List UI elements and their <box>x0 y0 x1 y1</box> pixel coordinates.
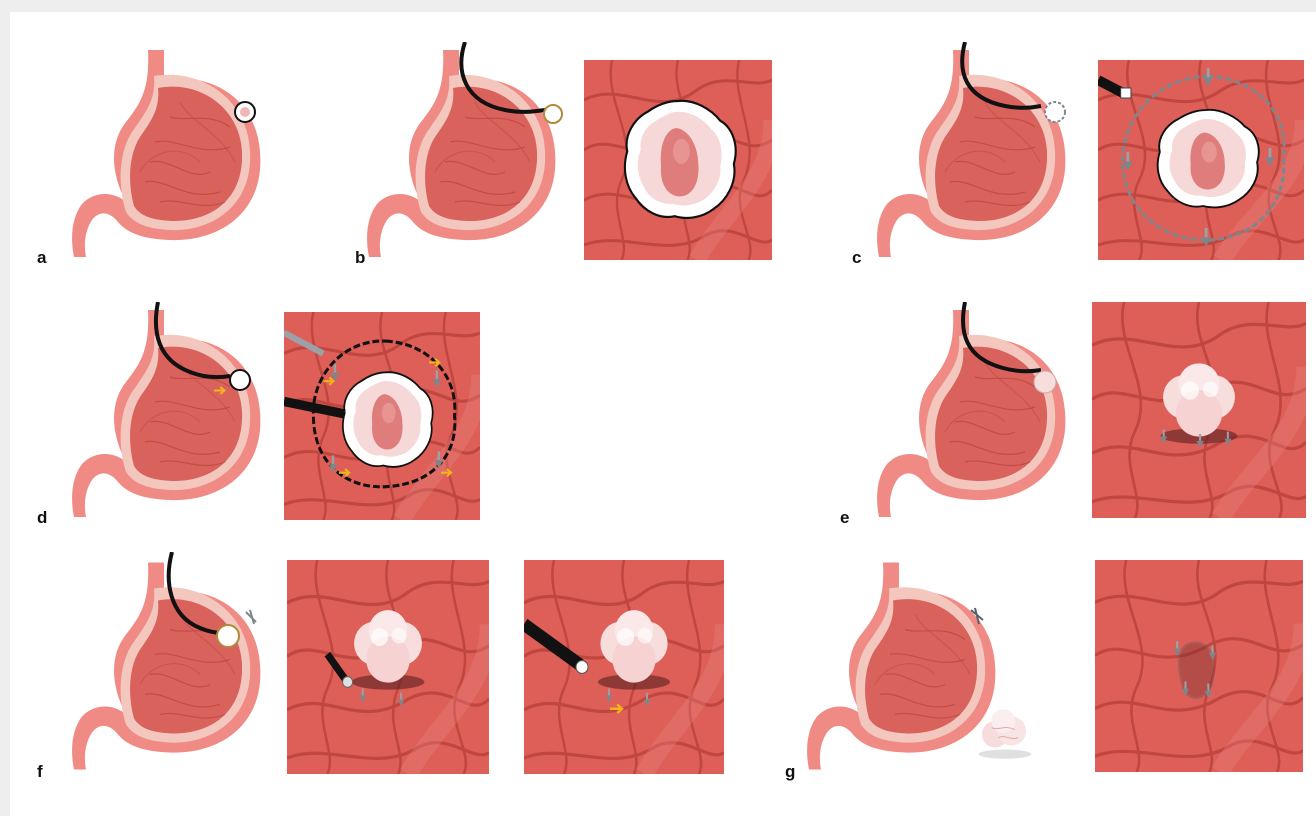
resected-specimen-g <box>965 698 1045 764</box>
zoom-view-d <box>284 312 480 520</box>
zoom-view-e <box>1092 302 1306 518</box>
panel-label-b: b <box>355 248 365 268</box>
panel-label-e: e <box>840 508 849 528</box>
panel-label-f: f <box>37 762 43 782</box>
zoom-view-b <box>584 60 772 260</box>
stomach-illustration-f <box>60 552 280 777</box>
zoom-view-g <box>1095 560 1303 772</box>
stomach-illustration-a <box>60 42 280 262</box>
stomach-illustration-b <box>355 42 575 262</box>
panel-label-c: c <box>852 248 861 268</box>
zoom-view-f2 <box>524 560 724 774</box>
stomach-illustration-d <box>60 302 280 522</box>
panel-label-d: d <box>37 508 47 528</box>
zoom-view-f1 <box>287 560 489 774</box>
stomach-illustration-e <box>865 302 1085 522</box>
panel-label-a: a <box>37 248 46 268</box>
figure: a b c <box>10 12 1316 816</box>
stomach-illustration-c <box>865 42 1085 262</box>
zoom-view-c <box>1098 60 1304 260</box>
panel-label-g: g <box>785 762 795 782</box>
